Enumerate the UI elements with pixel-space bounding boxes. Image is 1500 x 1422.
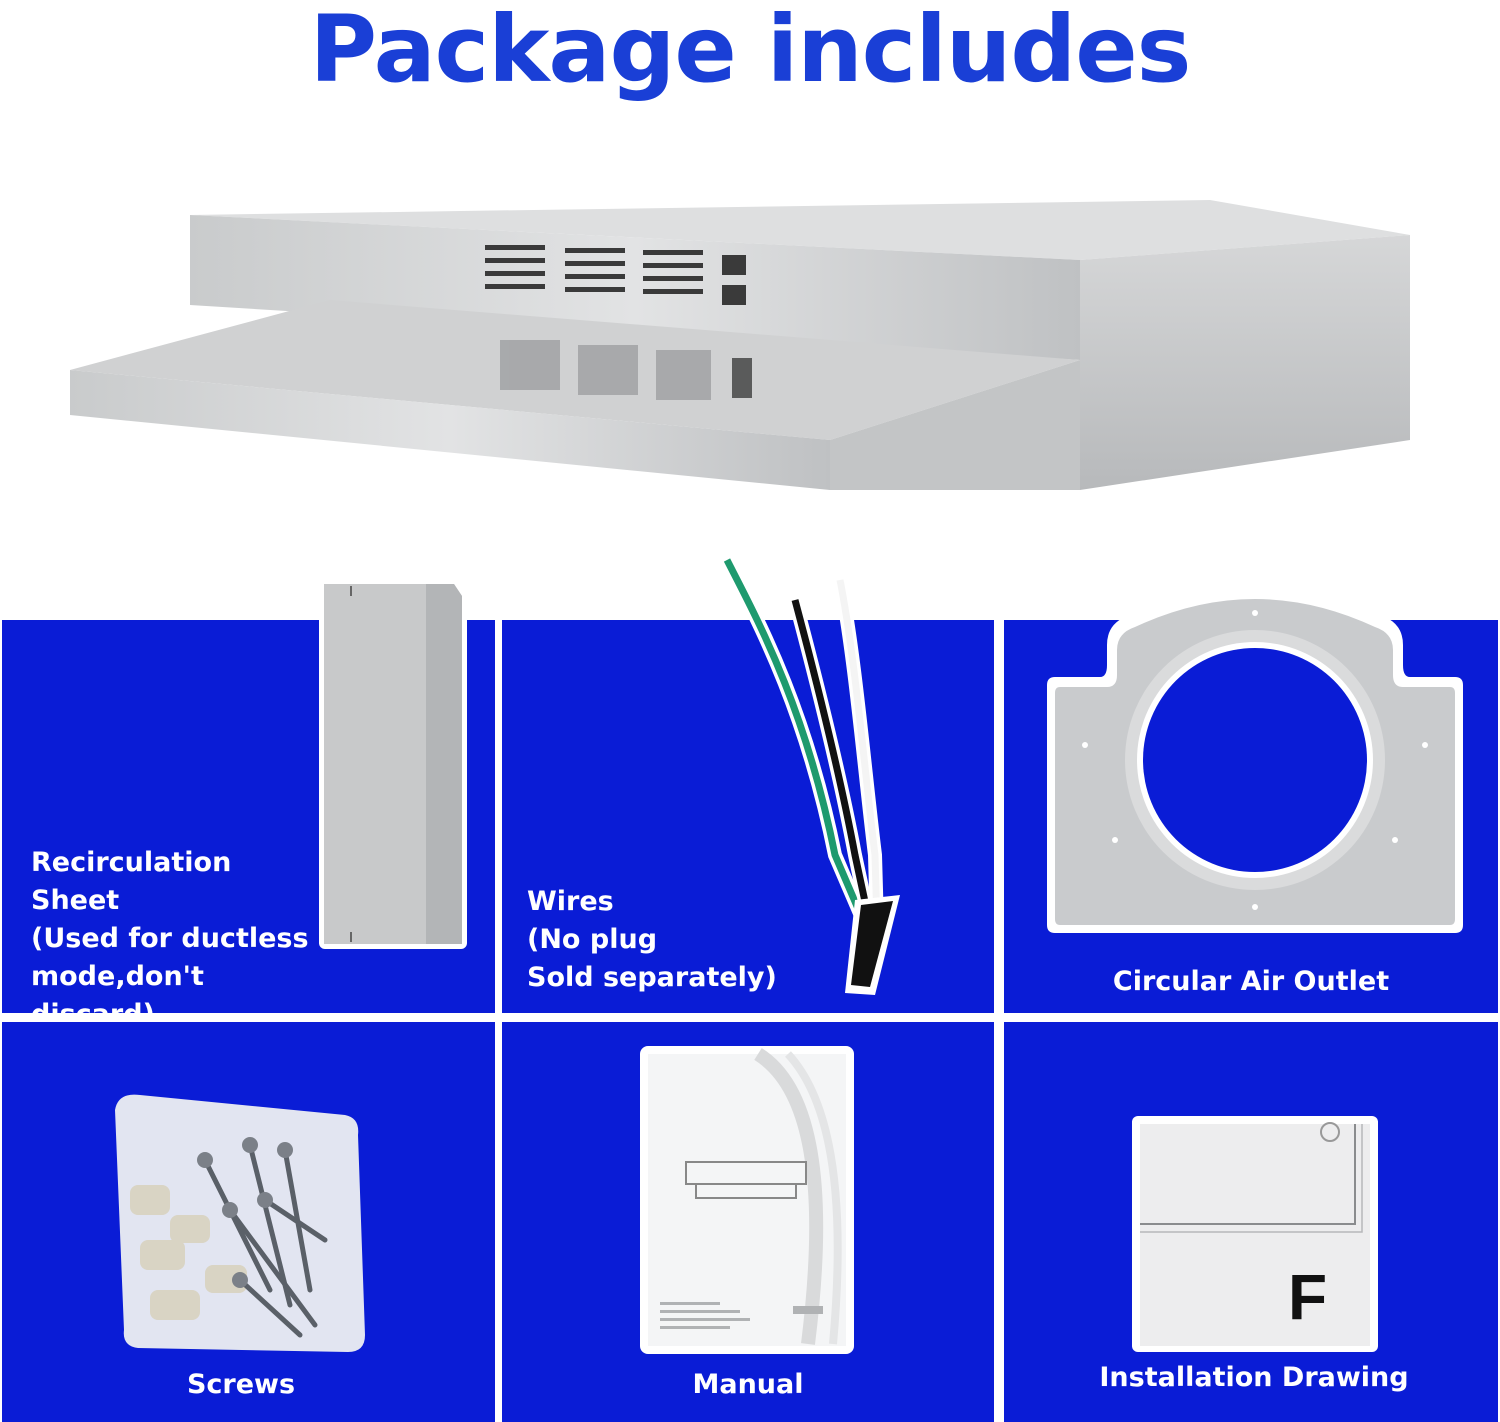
item-label-installation-drawing: Installation Drawing xyxy=(1004,1359,1500,1397)
item-label-wires: Wires (No plug Sold separately) xyxy=(527,883,807,997)
manual-icon xyxy=(640,1046,854,1354)
label-line: Circular Air Outlet xyxy=(1112,966,1390,997)
label-line: (No plug xyxy=(527,924,658,955)
item-label-circular-air-outlet: Circular Air Outlet xyxy=(1004,963,1498,1001)
range-hood-image xyxy=(70,200,1410,490)
label-line: (Used for ductless xyxy=(31,923,309,954)
label-line: Recirculation xyxy=(31,847,232,878)
item-label-screws: Screws xyxy=(2,1366,480,1404)
label-line: Installation Drawing xyxy=(1099,1362,1409,1393)
label-line: Sold separately) xyxy=(527,962,777,993)
wires-icon xyxy=(720,556,900,995)
item-label-recirculation-sheet: Recirculation Sheet (Used for ductless m… xyxy=(31,844,331,1034)
label-line: Manual xyxy=(692,1369,804,1400)
drawing-letter: F xyxy=(1288,1261,1328,1333)
recirculation-sheet-icon xyxy=(319,579,467,949)
item-label-manual: Manual xyxy=(502,1366,994,1404)
page-title: Package includes xyxy=(309,0,1192,103)
circular-air-outlet-icon xyxy=(1047,587,1463,933)
label-line: Screws xyxy=(186,1369,296,1400)
screws-icon xyxy=(115,1094,365,1352)
installation-drawing-icon xyxy=(1132,1116,1378,1352)
item-panel-wires xyxy=(502,620,994,1013)
label-line: Sheet xyxy=(31,885,120,916)
label-line: Wires xyxy=(527,886,614,917)
